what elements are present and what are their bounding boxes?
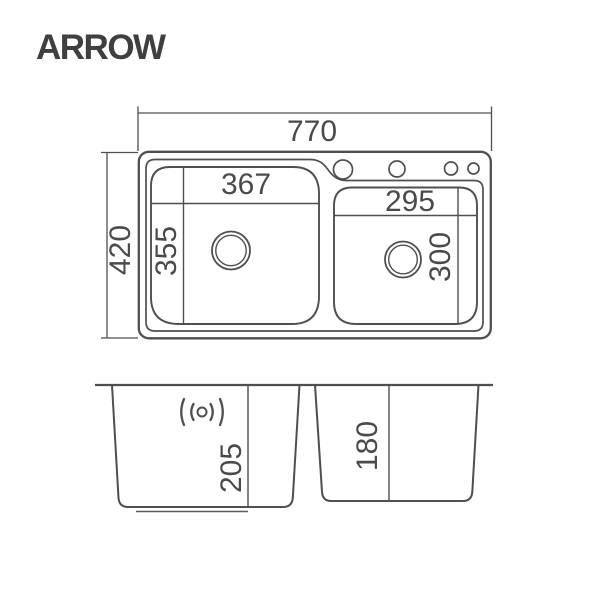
sink-outer-edge <box>137 150 492 340</box>
left-bowl-depth-label: 355 <box>150 225 183 277</box>
front-left-depth-label: 205 <box>215 442 248 494</box>
overall-depth-dimension-lines <box>101 151 138 339</box>
left-bowl-outline <box>150 166 320 325</box>
right-bowl-outline <box>333 186 478 325</box>
front-right-depth-label: 180 <box>351 420 384 472</box>
left-drain-icon <box>211 230 251 271</box>
overall-width-label: 770 <box>286 115 338 148</box>
right-bowl-depth-label: 300 <box>424 231 457 283</box>
faucet-holes <box>332 159 480 180</box>
brand-logo: ARROW <box>36 28 166 67</box>
right-drain-icon <box>384 240 422 279</box>
overall-width-dimension-lines <box>137 106 493 151</box>
front-left-bowl-outline <box>111 384 301 508</box>
sink-inner-rim <box>145 158 484 332</box>
right-bowl-dimension-lines <box>334 187 477 324</box>
right-bowl-width-label: 295 <box>384 185 436 218</box>
sound-waves-icon <box>180 397 224 427</box>
left-bowl-dimension-lines <box>151 167 319 324</box>
front-right-bowl-outline <box>314 384 480 502</box>
left-bowl-width-label: 367 <box>220 168 272 201</box>
overall-depth-label: 420 <box>104 224 137 276</box>
